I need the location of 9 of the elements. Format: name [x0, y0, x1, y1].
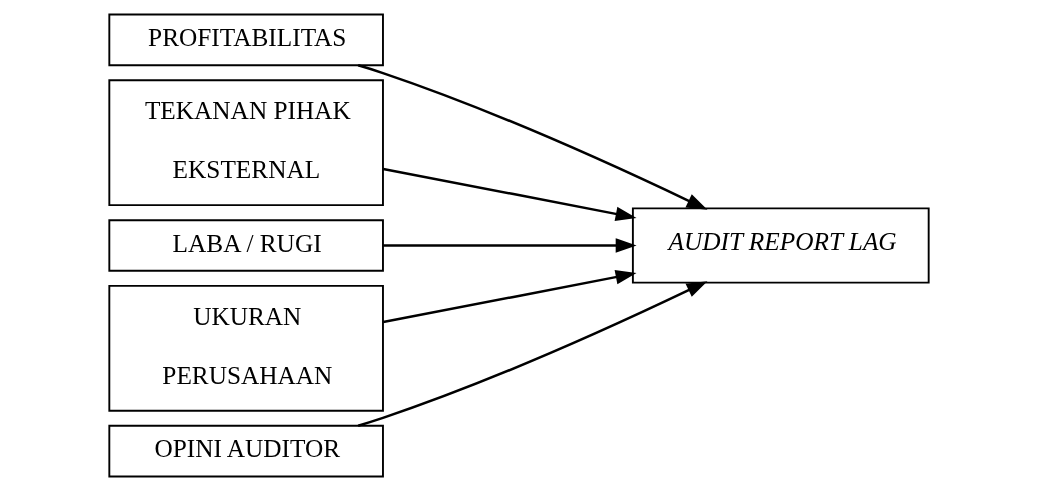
node-box: LABA / RUGI: [108, 219, 384, 272]
node-box: TEKANAN PIHAK EKSTERNAL: [108, 79, 384, 207]
node-box: UKURAN PERUSAHAAN: [108, 284, 384, 412]
arrow: [383, 238, 637, 253]
arrow: [383, 167, 637, 222]
arrow: [383, 269, 637, 324]
node-box: AUDIT REPORT LAG: [631, 207, 930, 284]
node-box: PROFITABILITAS: [108, 13, 384, 67]
node-box: OPINI AUDITOR: [108, 424, 384, 478]
